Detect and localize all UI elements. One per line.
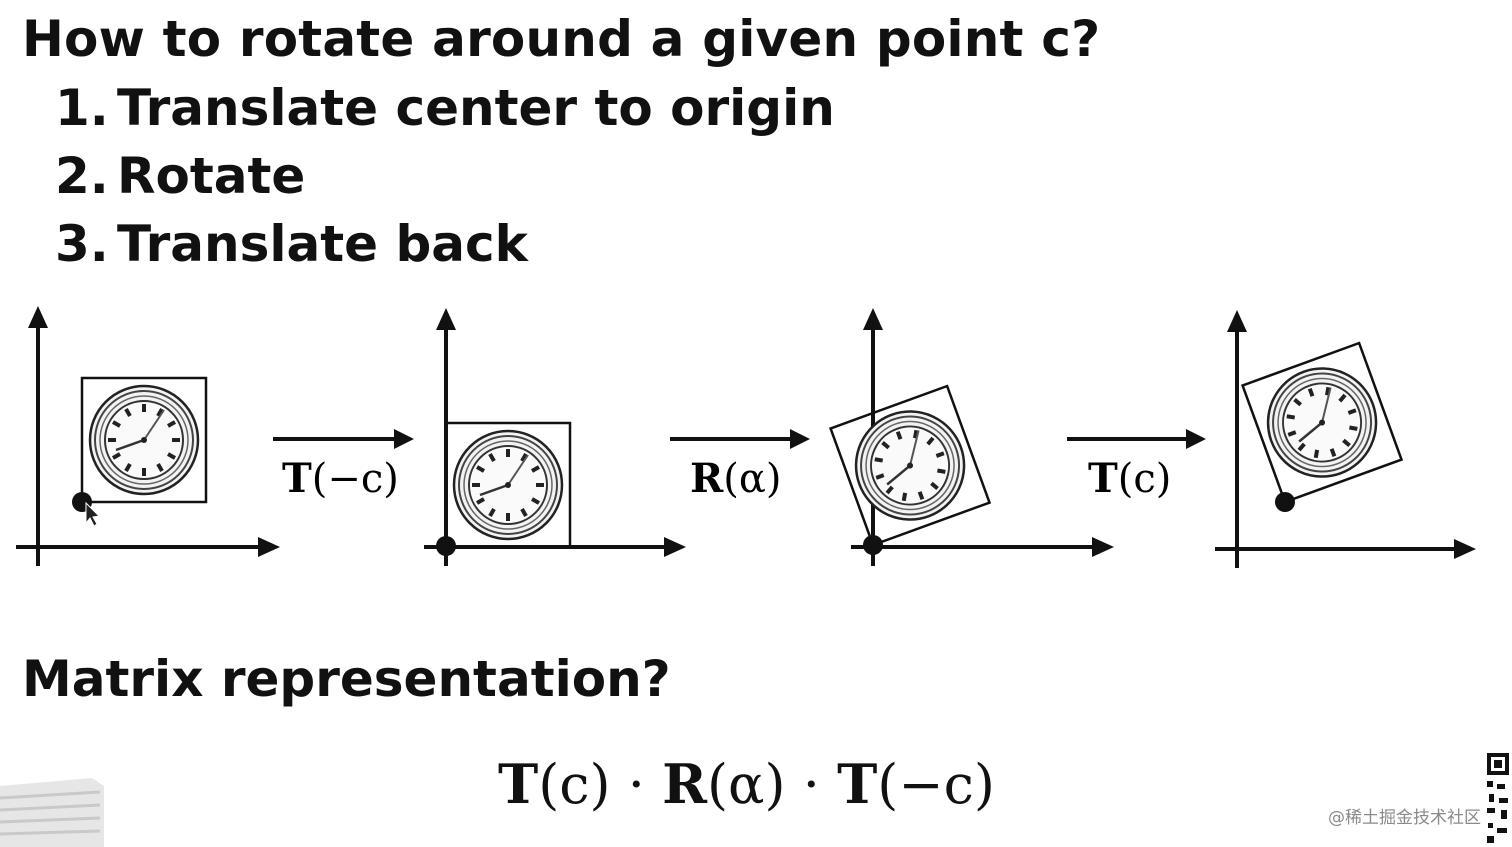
steps-list: 1.Translate center to origin 2.Rotate 3.…	[55, 74, 835, 278]
formula-r-name: R	[662, 752, 707, 816]
clock-icon	[82, 378, 206, 502]
step-text: Translate back	[117, 215, 528, 273]
operator-rotate-alpha: R(α)	[690, 455, 781, 502]
arrow-right-icon	[273, 429, 414, 449]
step-text: Translate center to origin	[117, 79, 835, 137]
center-point-c	[1275, 492, 1295, 512]
step-3: 3.Translate back	[55, 210, 835, 278]
formula-dot: ·	[610, 753, 663, 816]
origin-point	[863, 535, 883, 555]
op-arg: (−c)	[312, 456, 399, 502]
step-1: 1.Translate center to origin	[55, 74, 835, 142]
matrix-formula: T(c) · R(α) · T(−c)	[498, 752, 995, 816]
formula-t-arg: (c)	[538, 753, 611, 816]
formula-t-neg-name: T	[837, 752, 878, 816]
arrow-right-icon	[1067, 429, 1206, 449]
slide-title: How to rotate around a given point c?	[22, 10, 1101, 68]
op-arg: (c)	[1118, 456, 1172, 502]
formula-t-neg-arg: (−c)	[877, 753, 995, 816]
panel-translated	[424, 308, 686, 566]
mouse-cursor-icon	[85, 501, 101, 527]
operator-translate-c: T(c)	[1088, 455, 1171, 502]
clock-icon	[446, 423, 570, 547]
step-number: 3.	[55, 215, 109, 273]
corner-decoration	[0, 778, 104, 847]
section-subtitle: Matrix representation?	[22, 650, 671, 708]
arrow-right-icon	[670, 429, 810, 449]
clock-icon	[831, 386, 990, 545]
axes	[16, 306, 280, 566]
origin-point	[436, 536, 456, 556]
operator-translate-neg-c: T(−c)	[282, 455, 399, 502]
step-2: 2.Rotate	[55, 142, 835, 210]
op-name: T	[1088, 455, 1118, 502]
axes	[424, 308, 686, 566]
op-name: T	[282, 455, 312, 502]
op-name: R	[690, 455, 724, 502]
step-text: Rotate	[117, 147, 306, 205]
op-arg: (α)	[723, 456, 781, 502]
panel-original	[16, 306, 280, 566]
formula-dot: ·	[785, 753, 838, 816]
step-number: 1.	[55, 79, 109, 137]
formula-r-arg: (α)	[706, 753, 786, 816]
panel-translated-back	[1215, 310, 1476, 568]
clock-icon	[1243, 343, 1402, 502]
formula-t-name: T	[498, 752, 539, 816]
rotation-diagram: T(−c) R(α) T(c)	[16, 306, 1476, 568]
panel-rotated	[831, 308, 1114, 566]
step-number: 2.	[55, 147, 109, 205]
qr-code-icon	[1484, 748, 1512, 847]
watermark-text: @稀土掘金技术社区	[1328, 808, 1481, 828]
axes	[1215, 310, 1476, 568]
